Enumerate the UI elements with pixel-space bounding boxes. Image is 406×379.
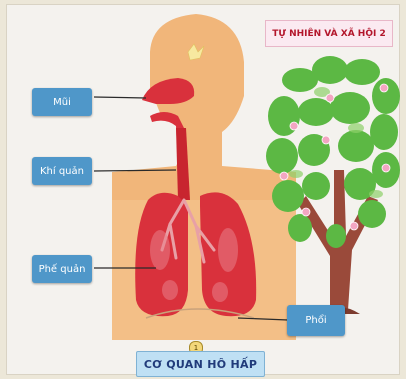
nose-pointer-line — [94, 97, 146, 98]
label-bronchi: Phế quản — [32, 255, 92, 283]
subject-banner: TỰ NHIÊN VÀ XÃ HỘI 2 — [265, 20, 393, 47]
nasal-cavity — [142, 78, 194, 104]
title-card: CƠ QUAN HÔ HẤP — [136, 351, 265, 377]
label-trachea: Khí quản — [32, 157, 92, 185]
label-nose: Mũi — [32, 88, 92, 116]
label-lungs: Phổi — [287, 305, 345, 336]
